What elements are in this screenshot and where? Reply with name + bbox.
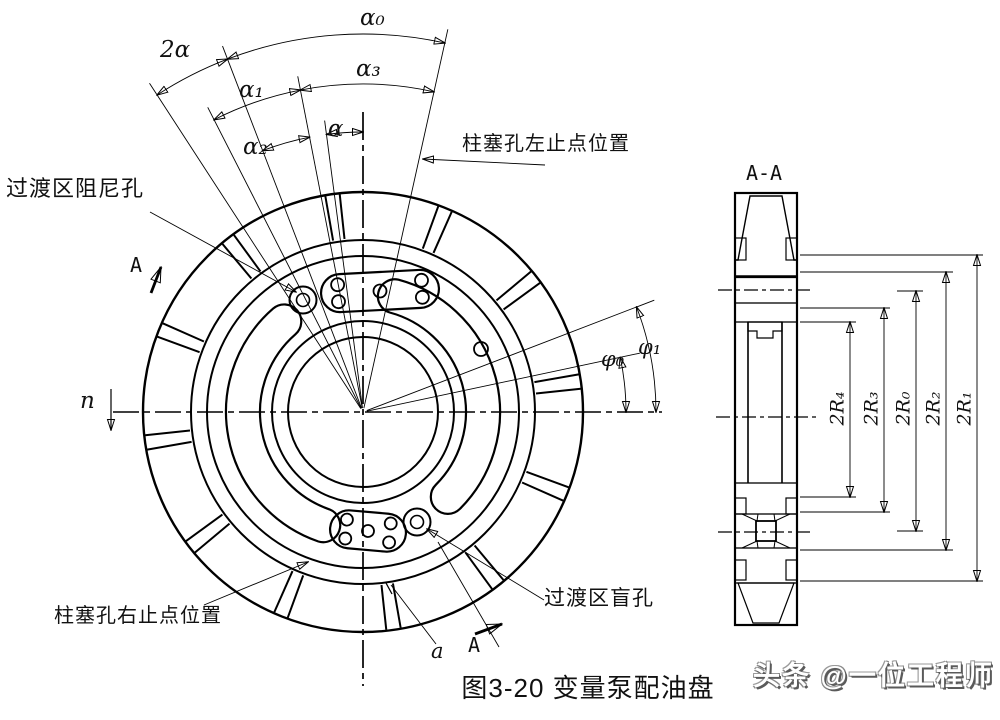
watermark: 头条 @一位工程师 (753, 661, 994, 691)
leader-blind-hole (427, 529, 545, 601)
pressure-kidney-port (376, 278, 502, 515)
slot-a-label: a (431, 639, 444, 663)
dim-alpha2: α₂ (243, 134, 268, 160)
slot-a-tick (385, 582, 393, 595)
leader-lines (149, 159, 546, 648)
suction-kidney-port (224, 303, 342, 544)
dim-2r4: 2R₄ (826, 391, 849, 426)
dim-2r0: 2R₀ (892, 391, 915, 426)
dim-alpha: α (328, 116, 344, 142)
leader-left-stop (423, 159, 546, 166)
angle-dimension-arcs (157, 33, 656, 412)
damping-hole-group-top (319, 268, 441, 314)
counterbored-damping-hole-bottom (402, 507, 432, 537)
section-arrow-bottom (474, 622, 502, 636)
dim-alpha0: α₀ (360, 5, 385, 31)
section-arrow-top (149, 267, 163, 294)
piston-bore-slots (145, 194, 581, 630)
label-damping-hole: 过渡区阻尼孔 (6, 176, 145, 201)
centerlines-main (113, 112, 662, 686)
leader-damping-hole (149, 211, 296, 292)
dim-phi1: φ₁ (638, 335, 662, 359)
leader-right-stop (203, 562, 308, 606)
blind-hole-section (755, 520, 777, 542)
dim-2alpha: 2α (160, 37, 191, 63)
diameter-dimension-lines (800, 255, 983, 581)
figure-caption: 图3-20 变量泵配油盘 (461, 673, 715, 703)
section-letter-bottom: A (468, 633, 481, 657)
rotation-n-label: n (80, 388, 95, 414)
centerlines-section (716, 289, 816, 533)
dim-phi0: φ₀ (601, 347, 625, 371)
damping-hole-group-bottom (328, 509, 408, 553)
dim-alpha3: α₃ (356, 56, 381, 82)
label-piston-right-stop: 柱塞孔右止点位置 (54, 605, 222, 627)
label-blind-hole: 过渡区盲孔 (544, 587, 654, 610)
leader-slot-a (390, 584, 437, 645)
section-view (716, 191, 816, 627)
section-title: A-A (745, 161, 783, 185)
kidney-relief-notch (473, 341, 489, 357)
label-piston-left-stop: 柱塞孔左止点位置 (462, 133, 630, 155)
angle-reference-lines (149, 29, 655, 412)
section-letter-top: A (130, 253, 143, 277)
dim-alpha1: α₁ (239, 77, 264, 103)
dim-2r3: 2R₃ (860, 391, 883, 426)
dim-2r1: 2R₁ (953, 391, 976, 426)
dim-2r2: 2R₂ (922, 391, 945, 426)
